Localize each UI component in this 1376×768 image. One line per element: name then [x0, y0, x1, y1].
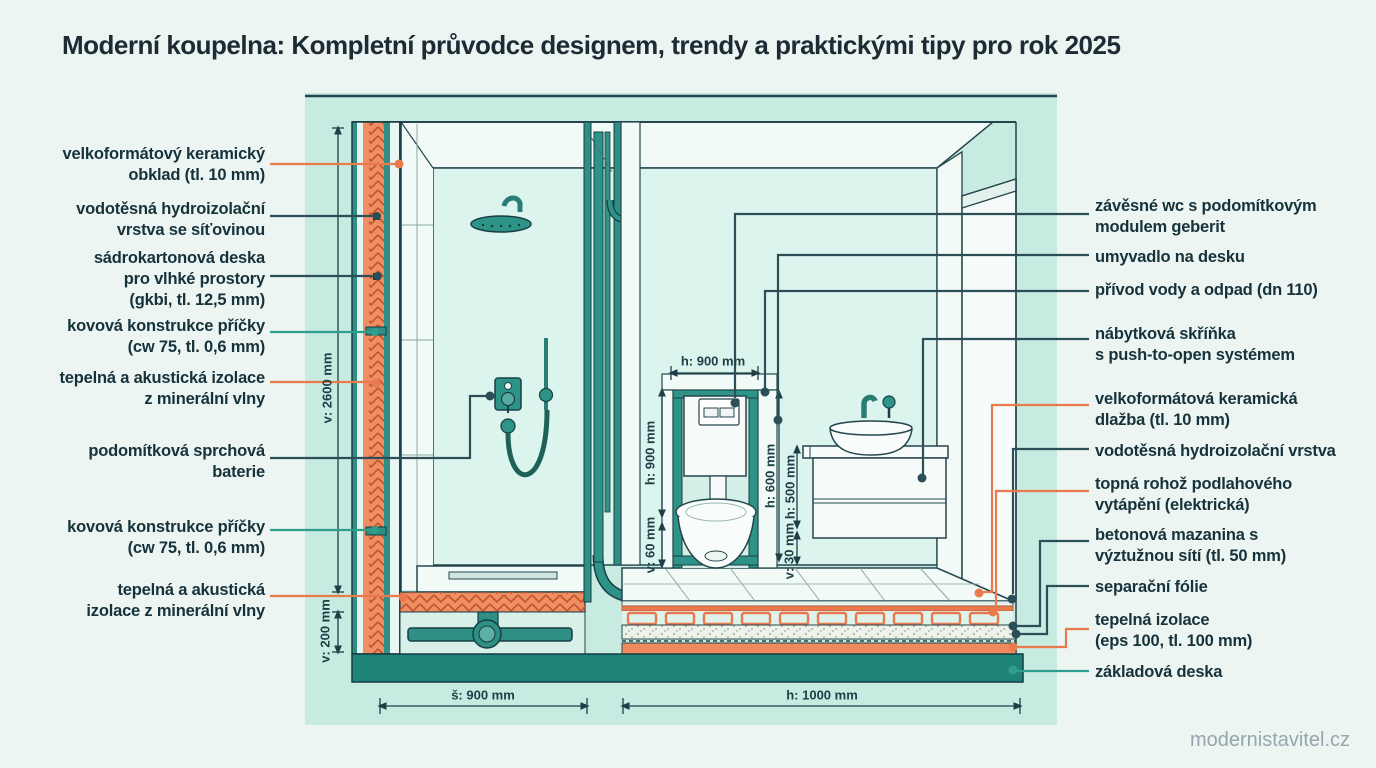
dim-wc-offset: v: 60 mm [642, 516, 658, 574]
label-large-format-tile-wall: velkoformátový keramický obklad (tl. 10 … [62, 145, 266, 184]
label-mineral-wool-2: tepelná a akustická izolace z minerální … [86, 581, 265, 620]
main-floor-stack [621, 567, 1017, 659]
linear-drain-icon [448, 571, 558, 580]
dim-vanity-height-500: h: 500 mm [782, 454, 798, 520]
vanity-cabinet [812, 457, 947, 539]
label-water-supply-drain: přívod vody a odpad (dn 110) [1095, 281, 1318, 299]
label-separation-foil: separační fólie [1095, 578, 1208, 596]
riser-pipe-icon [593, 131, 604, 563]
watermark: modernistavitel.cz [1189, 729, 1350, 751]
dim-vanity-height-600: h: 600 mm [762, 443, 778, 509]
faucet-spout-icon [861, 394, 878, 418]
shower-floor-stack [399, 565, 586, 655]
label-heating-mat: topná rohož podlahového vytápění (elektr… [1095, 475, 1293, 514]
label-metal-stud-frame-2: kovová konstrukce příčky (cw 75, tl. 0,6… [67, 518, 265, 557]
base-slab [351, 653, 1024, 683]
mineral-wool-hatch [369, 122, 384, 654]
label-gypsum-board: sádrokartonová deska pro vlhké prostory … [93, 249, 265, 309]
shower-hose-icon [505, 409, 550, 478]
dim-floor-offset: v: 30 mm [781, 522, 797, 580]
label-floor-tile: velkoformátová keramická dlažba (tl. 10 … [1095, 390, 1298, 429]
label-eps-insulation: tepelná izolace (eps 100, tl. 100 mm) [1095, 611, 1253, 650]
wc-module [661, 373, 778, 569]
countertop-basin-icon [829, 428, 913, 456]
dim-room-width: h: 1000 mm [786, 687, 858, 703]
shower-arm-icon [501, 195, 523, 212]
dim-wc-width: h: 900 mm [680, 353, 746, 369]
dim-wc-height: h: 900 mm [642, 420, 658, 486]
heating-mat-loops [626, 611, 1000, 626]
rain-shower-head-icon [470, 215, 532, 233]
door-panel [961, 177, 1017, 614]
dimension-lines [332, 125, 1023, 714]
flush-plate-icon [698, 398, 740, 426]
label-waterproofing-membrane-wall: vodotěsná hydroizolační vrstva se síťovi… [76, 200, 265, 239]
label-wall-hung-wc: závěsné wc s podomítkovým modulem geberi… [1095, 197, 1317, 236]
label-waterproofing-floor: vodotěsná hydroizolační vrstva [1095, 442, 1336, 460]
label-concrete-screed: betonová mazanina s výztužnou sítí (tl. … [1095, 526, 1286, 565]
left-wall-assembly [351, 121, 402, 655]
leader-lines [270, 159, 1089, 675]
dim-shower-width: š: 900 mm [451, 687, 515, 703]
label-concealed-shower-mixer: podomítková sprchová baterie [88, 442, 265, 481]
label-push-to-open-cabinet: nábytková skříňka s push-to-open systéme… [1095, 325, 1295, 364]
hand-shower-icon [500, 418, 516, 434]
label-countertop-basin: umyvadlo na desku [1095, 248, 1245, 266]
page-title: Moderní koupelna: Kompletní průvodce des… [62, 30, 1121, 60]
faucet-handle-icon [882, 395, 896, 409]
label-base-slab: základová deska [1095, 663, 1223, 681]
label-mineral-wool-1: tepelná a akustická izolace z minerální … [59, 369, 265, 408]
dim-wall-height: v: 2600 mm [319, 352, 335, 424]
dim-base-height: v: 200 mm [317, 599, 333, 663]
heating-mat-layer [621, 605, 1014, 612]
shower-fixtures [470, 195, 554, 478]
label-metal-stud-frame-1: kovová konstrukce příčky (cw 75, tl. 0,6… [67, 317, 265, 356]
